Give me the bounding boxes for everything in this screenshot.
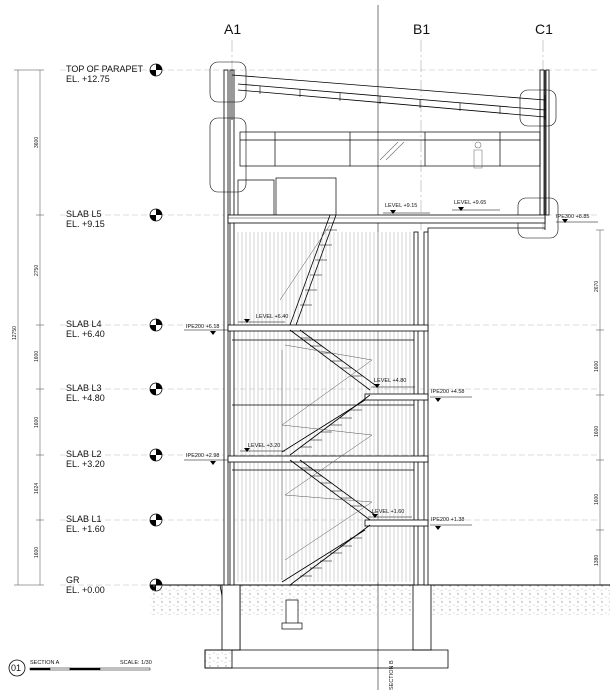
tag-level-965: LEVEL +9.65: [452, 200, 500, 211]
svg-text:EL. +9.15: EL. +9.15: [66, 219, 105, 229]
svg-text:EL. +4.80: EL. +4.80: [66, 393, 105, 403]
svg-text:IPE200 +1.38: IPE200 +1.38: [431, 517, 465, 523]
svg-text:GR: GR: [66, 575, 80, 585]
left-dimensions: [14, 69, 44, 586]
level-slab-l2: SLAB L2 EL. +3.20: [66, 448, 163, 469]
svg-text:LEVEL +9.15: LEVEL +9.15: [385, 203, 417, 209]
svg-text:3600: 3600: [34, 137, 40, 148]
svg-text:IPE200 +2.98: IPE200 +2.98: [186, 453, 220, 459]
svg-text:B1: B1: [413, 21, 430, 37]
svg-text:1600: 1600: [594, 361, 600, 372]
grid-label-b1: B1: [413, 21, 430, 37]
svg-text:1600: 1600: [34, 417, 40, 428]
svg-text:C1: C1: [535, 21, 553, 37]
cladding-hatch: [236, 232, 414, 582]
title-block: 01 SECTION A SCALE: 1/30: [8, 659, 152, 677]
stair-footing: [281, 599, 303, 630]
svg-text:1600: 1600: [594, 494, 600, 505]
level-parapet: TOP OF PARAPET EL. +12.75: [66, 63, 163, 84]
svg-text:LEVEL +4.80: LEVEL +4.80: [374, 378, 406, 384]
human-figure: [473, 141, 483, 169]
slab-l3: [364, 393, 429, 401]
svg-text:IPE200 +4.58: IPE200 +4.58: [431, 389, 465, 395]
l5-cantilever-outline: [427, 227, 545, 232]
svg-text:LEVEL +3.20: LEVEL +3.20: [248, 443, 280, 449]
stair-handrails: [279, 224, 373, 580]
svg-text:A1: A1: [224, 21, 241, 37]
svg-text:SLAB L2: SLAB L2: [66, 449, 102, 459]
earth-hatch: [150, 585, 610, 615]
foundation-right: [412, 584, 432, 651]
svg-text:1600: 1600: [594, 426, 600, 437]
svg-text:SECTION A: SECTION A: [30, 660, 60, 666]
roof-purlins: [259, 86, 501, 114]
svg-text:EL. +6.40: EL. +6.40: [66, 329, 105, 339]
roof-box: [237, 177, 337, 216]
tag-ipe300-885: IPE300 +8.85: [556, 214, 598, 223]
tag-ipe200-458: IPE200 +4.58: [430, 389, 472, 402]
intermediate-beams: [232, 339, 414, 471]
sloped-roof: [231, 70, 546, 120]
grid-label-c1: C1: [535, 21, 553, 37]
grid-label-a1: A1: [224, 21, 241, 37]
column-b1: [413, 231, 429, 586]
slab-l1: [364, 519, 429, 527]
svg-text:IPE200 +6.18: IPE200 +6.18: [186, 324, 220, 330]
tag-ipe200-298: IPE200 +2.98: [184, 453, 228, 465]
tag-level-640: LEVEL +6.40: [238, 314, 288, 323]
upper-glazing: [239, 131, 541, 167]
svg-text:SCALE: 1/30: SCALE: 1/30: [120, 660, 152, 666]
svg-text:2750: 2750: [34, 265, 40, 276]
level-slab-l5: SLAB L5 EL. +9.15: [66, 208, 163, 229]
right-dimensions: [596, 229, 604, 586]
left-dimension-labels: 12750 3600 2750 1600 1600 1624 1600: [12, 137, 40, 558]
slab-l4: [227, 324, 429, 332]
svg-text:SLAB L5: SLAB L5: [66, 209, 102, 219]
svg-text:SLAB L4: SLAB L4: [66, 319, 102, 329]
foundation-beam: [204, 649, 449, 669]
svg-text:SLAB L1: SLAB L1: [66, 514, 102, 524]
stair-flights: [281, 214, 376, 586]
svg-text:EL. +0.00: EL. +0.00: [66, 585, 105, 595]
svg-text:SLAB L3: SLAB L3: [66, 383, 102, 393]
column-c1: [539, 69, 550, 216]
tag-level-160: LEVEL +1.60: [368, 509, 412, 518]
slab-l5: [227, 214, 546, 224]
tag-ipe200-618: IPE200 +6.18: [184, 324, 228, 335]
right-dimension-labels: 2670 1600 1600 1600 1380: [594, 281, 600, 566]
level-slab-l4: SLAB L4 EL. +6.40: [66, 318, 163, 339]
tag-level-480: LEVEL +4.80: [371, 378, 415, 388]
svg-text:LEVEL +6.40: LEVEL +6.40: [256, 314, 288, 320]
svg-text:1600: 1600: [34, 547, 40, 558]
tag-level-915: LEVEL +9.15: [383, 203, 430, 214]
svg-text:1600: 1600: [34, 351, 40, 362]
svg-text:EL. +3.20: EL. +3.20: [66, 459, 105, 469]
stair-treads: [300, 229, 362, 577]
svg-text:01: 01: [11, 663, 21, 673]
svg-text:12750: 12750: [12, 326, 18, 340]
level-slab-l1: SLAB L1 EL. +1.60: [66, 513, 163, 534]
detail-callouts: [209, 61, 559, 239]
svg-text:1624: 1624: [34, 483, 40, 494]
tag-ipe200-138: IPE200 +1.38: [430, 517, 472, 530]
svg-text:1380: 1380: [594, 555, 600, 566]
svg-text:TOP OF PARAPET: TOP OF PARAPET: [66, 64, 144, 74]
svg-text:SECTION B: SECTION B: [389, 660, 395, 690]
tag-level-320: LEVEL +3.20: [240, 443, 285, 452]
svg-text:LEVEL +1.60: LEVEL +1.60: [372, 509, 404, 515]
svg-text:EL. +1.60: EL. +1.60: [66, 524, 105, 534]
svg-text:EL. +12.75: EL. +12.75: [66, 74, 110, 84]
svg-text:LEVEL +9.65: LEVEL +9.65: [454, 200, 486, 206]
level-slab-l3: SLAB L3 EL. +4.80: [66, 382, 163, 403]
svg-text:IPE300 +8.85: IPE300 +8.85: [556, 214, 590, 220]
slab-l2: [227, 455, 429, 463]
svg-text:2670: 2670: [594, 281, 600, 292]
section-b-mark: SECTION B: [389, 660, 395, 690]
scale-bar: [29, 667, 151, 671]
